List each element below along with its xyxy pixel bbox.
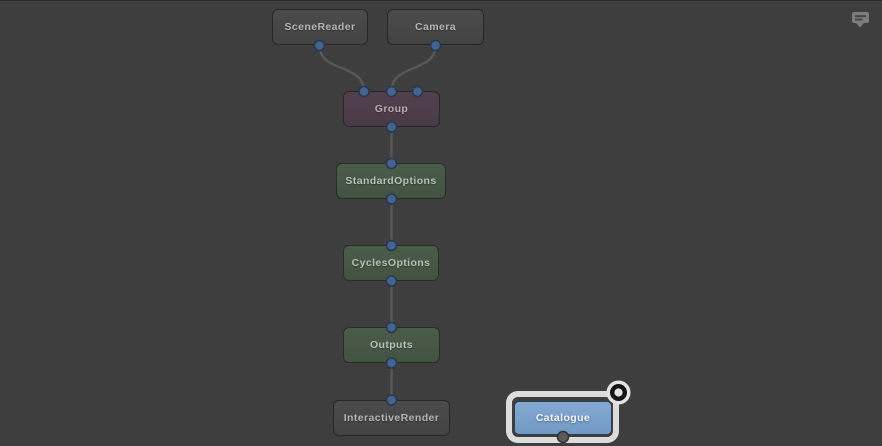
edge-scenereader-group[interactable] — [318, 44, 366, 93]
node-outputs[interactable]: Outputs — [343, 327, 440, 363]
node-group[interactable]: Group — [343, 91, 440, 127]
node-catalogue[interactable]: Catalogue — [514, 401, 612, 435]
speech-bubble-icon[interactable] — [852, 12, 869, 28]
node-label: Catalogue — [535, 412, 591, 424]
node-label: CyclesOptions — [351, 257, 431, 269]
node-camera[interactable]: Camera — [387, 9, 484, 45]
node-cyclesoptions[interactable]: CyclesOptions — [343, 245, 439, 281]
node-standardoptions[interactable]: StandardOptions — [336, 163, 446, 199]
node-label: Outputs — [369, 339, 414, 351]
node-scenereader[interactable]: SceneReader — [272, 9, 368, 45]
node-interactiverender[interactable]: InteractiveRender — [333, 400, 450, 436]
edge-camera-group[interactable] — [390, 44, 437, 93]
node-label: SceneReader — [284, 21, 356, 33]
node-label: InteractiveRender — [343, 412, 440, 424]
node-label: StandardOptions — [345, 175, 437, 187]
node-label: Camera — [415, 21, 456, 33]
node-label: Group — [374, 103, 409, 115]
